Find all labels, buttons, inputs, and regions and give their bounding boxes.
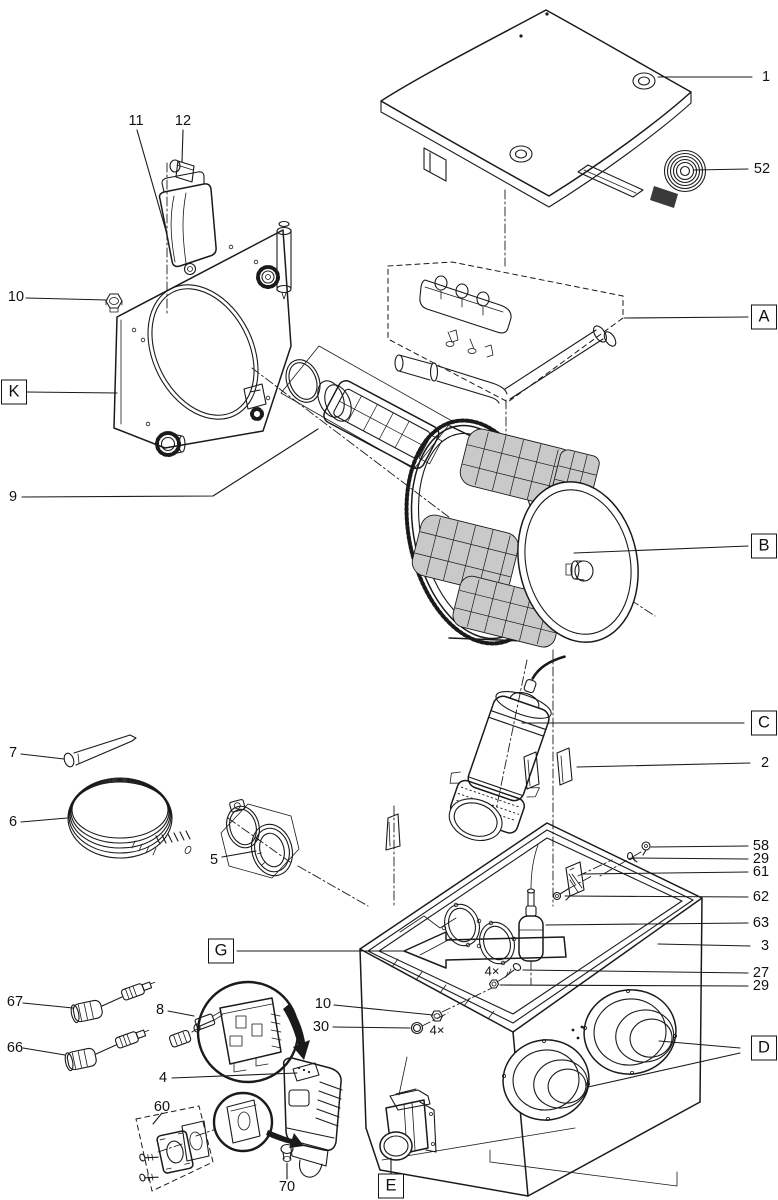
- drain-valve-assembly: [379, 1056, 437, 1161]
- controller-rear-detail: [193, 980, 310, 1084]
- level-sensor-part-63: [518, 844, 544, 962]
- callout-3: 3: [760, 937, 770, 954]
- callout-61: 61: [752, 863, 770, 880]
- callout-63: 63: [752, 914, 770, 931]
- controller-part-4: [282, 1057, 343, 1178]
- screw-part-29: [626, 851, 638, 863]
- callout-62: 62: [752, 888, 770, 905]
- callout-52: 52: [753, 160, 771, 177]
- drum-hub: [565, 560, 594, 582]
- kit-screw: [139, 1173, 159, 1182]
- quantity-note-30: 4×: [429, 1022, 445, 1038]
- tank-part: [359, 822, 703, 1197]
- screw-part-27: [504, 963, 522, 978]
- callout-70: 70: [278, 1178, 296, 1195]
- callout-12: 12: [174, 112, 192, 129]
- drum-mesh-panel: [411, 514, 519, 594]
- ref-box-c: C: [751, 710, 777, 736]
- quantity-note-27: 4×: [484, 963, 500, 979]
- construction-lines: [157, 162, 656, 1153]
- bracket-part-61: [565, 861, 585, 901]
- callout-8: 8: [155, 1001, 165, 1018]
- debris-tray-part: [280, 345, 453, 470]
- latch-bracket: [243, 383, 267, 421]
- nut-part-10-tank: [430, 1010, 444, 1022]
- nut-part-10: [105, 293, 123, 313]
- cable-connector-part-67: [70, 981, 156, 1024]
- elbow-pipe: [394, 325, 617, 404]
- nut-part-29: [488, 979, 500, 989]
- connector-part-8: [168, 1010, 223, 1048]
- callout-67: 67: [6, 993, 24, 1010]
- mount-plate-assembly: [105, 159, 292, 457]
- cable-connector-part-66: [64, 1029, 150, 1072]
- filter-drum-part: [404, 418, 639, 648]
- position-arrow-G: [403, 931, 567, 969]
- callout-30: 30: [312, 1018, 330, 1035]
- kit-screw: [139, 1153, 159, 1162]
- ref-box-a: A: [751, 304, 777, 330]
- uvc-unit-part: [385, 655, 573, 851]
- ref-box-g: G: [208, 938, 234, 964]
- pipe-assembly: [387, 261, 624, 404]
- outlet-port-upper: [583, 989, 678, 1076]
- callout-60: 60: [153, 1098, 171, 1115]
- hose-clamp-set-part: [220, 799, 300, 879]
- callout-5: 5: [209, 851, 219, 868]
- callout-7: 7: [8, 744, 18, 761]
- callout-10-tank: 10: [314, 995, 332, 1012]
- lid-part: [380, 9, 692, 208]
- gear-upper: [256, 265, 280, 289]
- callout-29-tank: 29: [752, 977, 770, 994]
- callout-66: 66: [6, 1039, 24, 1056]
- leader-lines: [20, 76, 753, 1180]
- callout-10-plate: 10: [7, 288, 25, 305]
- ref-box-e: E: [378, 1173, 404, 1199]
- hose-part: [67, 777, 192, 859]
- tape-roll-part: [650, 149, 707, 208]
- ref-box-b: B: [751, 533, 777, 559]
- outlet-port-lower: [501, 1039, 591, 1122]
- callout-11: 11: [128, 112, 144, 129]
- callout-2: 2: [760, 754, 770, 771]
- ref-box-d: D: [751, 1035, 777, 1061]
- callout-4: 4: [158, 1069, 168, 1086]
- screw-part-62: [552, 888, 569, 901]
- callout-27: 27: [752, 964, 770, 981]
- dosing-cylinder: [276, 220, 292, 300]
- screw-part-12: [169, 159, 195, 183]
- cap-part-58: [641, 841, 651, 856]
- plug-part-70: [280, 1143, 294, 1162]
- callout-58: 58: [752, 837, 770, 854]
- drive-motor-part-11: [158, 171, 217, 276]
- retaining-clip-part-2: [385, 747, 573, 851]
- callout-29-rim: 29: [752, 850, 770, 867]
- ground-stake-part: [63, 734, 137, 768]
- callout-6: 6: [8, 813, 18, 830]
- callout-9: 9: [8, 488, 18, 505]
- gear-lower: [155, 431, 186, 457]
- ref-box-k: K: [1, 379, 27, 405]
- callout-1: 1: [761, 68, 771, 85]
- bracket-detail-magnifier: [212, 1091, 304, 1153]
- grommet-part-30: [410, 1021, 424, 1035]
- mounting-kit-part-60: [135, 1091, 304, 1192]
